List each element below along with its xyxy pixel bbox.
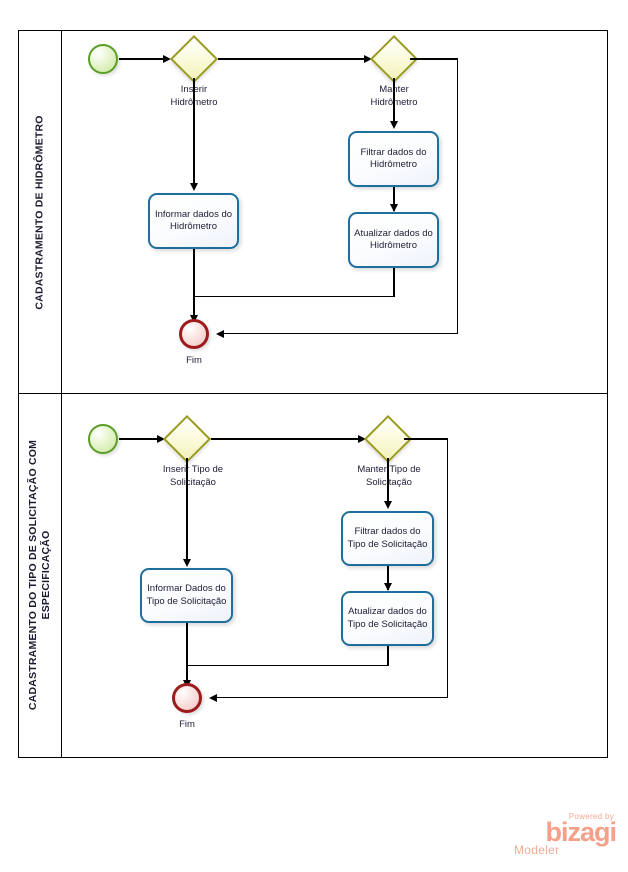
flow2-atualizar-to-fim-h xyxy=(187,665,388,667)
lane-label-line1: CADASTRAMENTO DO TIPO DE SOLICITAÇÃO COM xyxy=(27,439,39,711)
flow2-inserir-to-manter xyxy=(211,438,364,440)
flow2-start-to-inserir xyxy=(119,438,163,440)
lane-label-line2: ESPECIFICAÇÃO xyxy=(40,530,52,620)
task-filtrar-dados-tipo-solicitacao[interactable]: Filtrar dados do Tipo de Solicitação xyxy=(341,511,434,566)
gateway-manter-tipo-solicitacao-label: Manter Tipo de Solicitação xyxy=(357,464,421,488)
flow2-inserir-to-informar xyxy=(186,458,188,565)
task-informar-dados-tipo-solicitacao[interactable]: Informar Dados do Tipo de Solicitação xyxy=(140,568,233,623)
flow2-filtrar-to-atualizar xyxy=(387,566,389,590)
logo-edition-name: Modeler xyxy=(514,843,560,857)
arrowhead-inserir xyxy=(163,54,171,63)
arrowhead-filtrar xyxy=(389,121,398,129)
end-event-tipo-solicitacao-label: Fim xyxy=(179,719,195,730)
arrowhead2-informar xyxy=(182,559,191,567)
flow2-informar-to-fim xyxy=(186,623,188,686)
end-event-hidrometro-label: Fim xyxy=(186,355,202,366)
task-filtrar-dados-hidrometro[interactable]: Filtrar dados do Hidrômetro xyxy=(348,131,439,187)
arrowhead-informar xyxy=(189,183,198,191)
flow2-manter-loop-h-bottom xyxy=(215,697,448,699)
flow-informar-to-fim xyxy=(193,249,195,321)
lane-label-hidrometro: CADASTRAMENTO DE HIDRÔMETRO xyxy=(33,114,46,310)
logo-product-name: bizagi xyxy=(545,817,617,847)
lane-header-hidrometro: CADASTRAMENTO DE HIDRÔMETRO xyxy=(19,31,62,393)
flow-atualizar-to-fim-h xyxy=(194,296,394,298)
pool-frame: CADASTRAMENTO DE HIDRÔMETRO CADASTRAMENT… xyxy=(18,30,608,758)
flow2-manter-loop-h-top xyxy=(404,438,448,440)
flow-manter-loop-v xyxy=(456,58,458,334)
lane-divider xyxy=(19,393,607,394)
flow-inserir-to-manter xyxy=(218,58,370,60)
lane-label-tipo-solicitacao: CADASTRAMENTO DO TIPO DE SOLICITAÇÃO COM… xyxy=(27,440,53,710)
flow-filtrar-to-atualizar xyxy=(393,187,395,211)
end-event-tipo-solicitacao[interactable] xyxy=(172,683,202,713)
flow2-manter-to-filtrar xyxy=(387,458,389,506)
flow-atualizar-to-fim-v xyxy=(393,268,395,297)
logo-powered-by-text: Powered by xyxy=(568,812,614,821)
gateway-inserir-tipo-solicitacao-label: Inserir Tipo de Solicitação xyxy=(162,464,224,488)
task-informar-dados-hidrometro[interactable]: Informar dados do Hidrômetro xyxy=(148,193,239,249)
lane-header-tipo-solicitacao: CADASTRAMENTO DO TIPO DE SOLICITAÇÃO COM… xyxy=(19,393,62,757)
arrowhead-manter xyxy=(364,54,372,63)
start-event-hidrometro[interactable] xyxy=(88,44,118,74)
flow2-atualizar-to-fim-v xyxy=(387,646,389,666)
flow-start-to-inserir xyxy=(119,58,169,60)
flow-inserir-to-informar xyxy=(193,78,195,188)
start-event-tipo-solicitacao[interactable] xyxy=(88,424,118,454)
arrowhead2-fim-right xyxy=(209,693,217,702)
arrowhead-fim-right xyxy=(216,329,224,338)
task-atualizar-dados-hidrometro[interactable]: Atualizar dados do Hidrômetro xyxy=(348,212,439,268)
end-event-hidrometro[interactable] xyxy=(179,319,209,349)
arrowhead2-inserir xyxy=(157,434,165,443)
arrowhead-atualizar xyxy=(389,204,398,212)
task-atualizar-dados-tipo-solicitacao[interactable]: Atualizar dados do Tipo de Solicitação xyxy=(341,591,434,646)
flow2-manter-loop-v xyxy=(446,438,448,698)
flow-manter-to-filtrar xyxy=(393,78,395,126)
arrowhead2-atualizar xyxy=(383,583,392,591)
bizagi-logo: Powered by bizagi Modeler xyxy=(512,812,617,857)
arrowhead2-manter xyxy=(358,434,366,443)
arrowhead2-filtrar xyxy=(383,501,392,509)
flow-manter-loop-h-bottom xyxy=(222,333,458,335)
flow-manter-loop-h-top xyxy=(410,58,458,60)
